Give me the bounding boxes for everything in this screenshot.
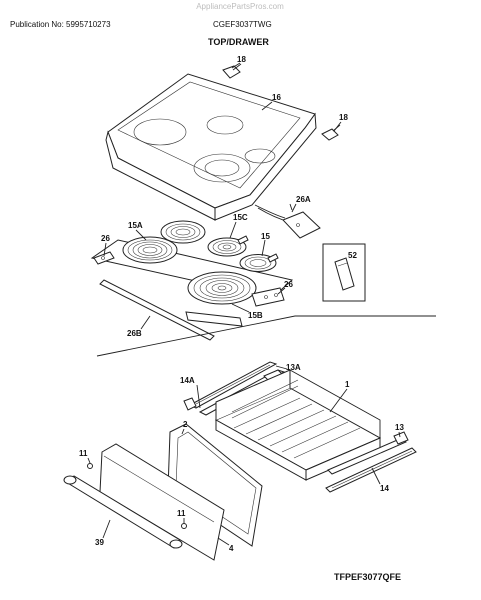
callout-15b: 15B [248,311,263,320]
drawer-box-1 [214,369,382,481]
callout-11-lower: 11 [177,509,186,518]
callout-39: 39 [95,538,104,547]
callout-15c: 15C [233,213,248,222]
section-divider [96,315,436,357]
callout-26-right: 26 [284,280,293,289]
watermark-text: AppliancePartsPros.com [196,2,284,11]
callout-4: 4 [229,544,234,553]
callout-52: 52 [348,251,357,260]
callout-11-upper: 11 [79,449,88,458]
callout-14a: 14A [180,376,195,385]
trim-strip-26b [99,279,243,341]
leader-lines [87,63,401,546]
clip-18-top [222,62,241,79]
drawer-panel-4 [99,443,225,561]
cooktop-glass-16 [105,73,317,221]
wire-harness-26a [254,203,321,239]
screw-11-lower [181,523,187,529]
heating-element-15b [187,271,257,305]
section-title: TOP/DRAWER [208,37,269,47]
callout-13: 13 [395,423,404,432]
callout-2: 2 [183,420,188,429]
part-52-inset-box [322,243,366,302]
callout-15a: 15A [128,221,143,230]
callout-26b: 26B [127,329,142,338]
model-number: CGEF3037TWG [213,20,272,29]
heating-element-15a [122,220,206,264]
drawer-rail-left-13a [183,361,278,411]
callout-15: 15 [261,232,270,241]
drawer-rail-14 [325,447,417,493]
drawer-handle-39 [63,475,183,549]
callout-1: 1 [345,380,350,389]
callout-18-right: 18 [339,113,348,122]
callout-13a: 13A [286,363,301,372]
callout-18-top: 18 [237,55,246,64]
callout-14: 14 [380,484,389,493]
callout-26-left: 26 [101,234,110,243]
screw-11-upper [87,463,93,469]
publication-number: Publication No: 5995710273 [10,20,111,29]
heating-element-15 [239,253,279,272]
drawer-rail-right-13 [327,431,409,475]
callout-26a: 26A [296,195,311,204]
heating-element-15c [207,235,249,257]
element-bracket-26-right [251,287,285,307]
callout-16: 16 [272,93,281,102]
footer-code: TFPEF3077QFE [334,572,401,582]
